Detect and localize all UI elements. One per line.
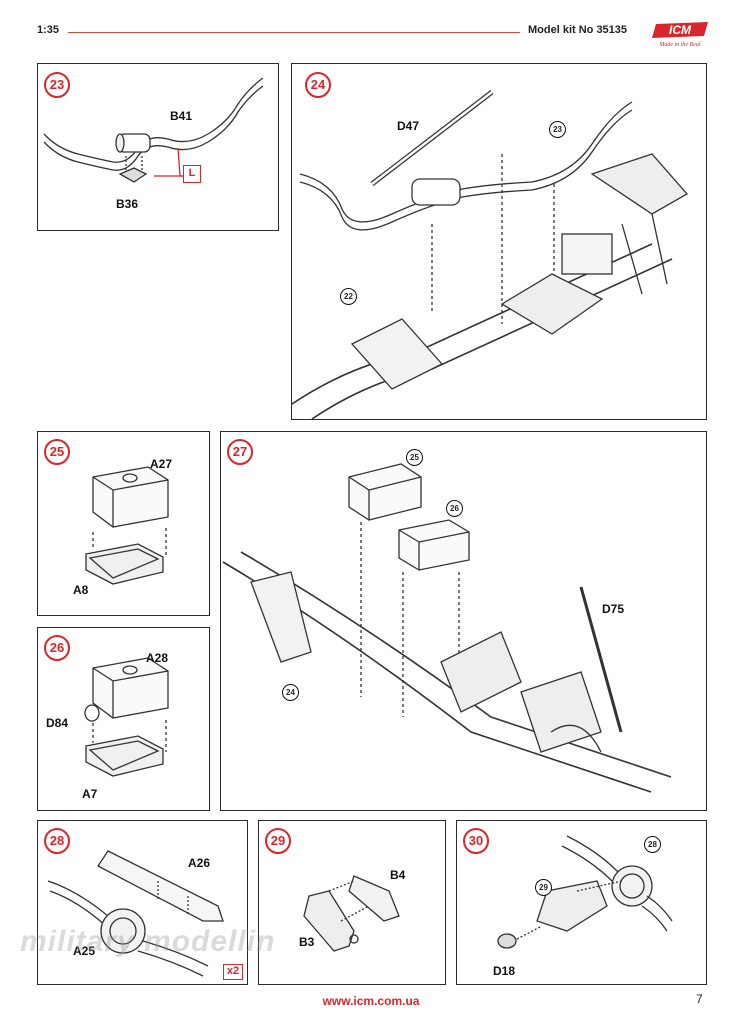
exhaust-pipe-illustration [43, 77, 264, 183]
step-30-panel: 30 28 29 D18 [456, 820, 707, 985]
reference-step-25: 25 [406, 449, 423, 466]
reference-step-29: 29 [535, 879, 552, 896]
part-label-b36: B36 [116, 197, 139, 211]
part-label-d47: D47 [397, 119, 420, 133]
reference-step-22: 22 [340, 288, 357, 305]
step-25-panel: 25 A27 A8 [37, 431, 210, 616]
scale-label: 1:35 [37, 24, 60, 36]
part-label-a27: A27 [150, 457, 173, 471]
axle-housing-illustration [47, 850, 224, 977]
step-23-panel: 23 B41 B36 L [37, 63, 279, 231]
step-badge-24: 24 [305, 72, 331, 98]
step-badge-26: 26 [44, 635, 70, 661]
logo-tagline: Made in the Real [658, 42, 700, 48]
logo-text: ICM [669, 23, 692, 37]
chassis-fuel-tanks-illustration [222, 463, 672, 793]
part-label-b3: B3 [299, 935, 315, 949]
differential-cover-illustration [303, 875, 400, 952]
part-label-a25: A25 [73, 944, 96, 958]
fuel-tank-25-illustration [85, 466, 169, 585]
icm-logo: ICM Made in the Real [650, 20, 710, 50]
chassis-exhaust-illustration [292, 90, 689, 419]
step-badge-30: 30 [463, 828, 489, 854]
reference-step-26: 26 [446, 500, 463, 517]
step-28-panel: 28 A26 A25 x2 [37, 820, 248, 985]
step-badge-25: 25 [44, 439, 70, 465]
fuel-tank-26-illustration [84, 657, 169, 777]
part-label-d18: D18 [493, 964, 516, 978]
step-26-panel: 26 A28 D84 A7 [37, 627, 210, 811]
step-badge-29: 29 [265, 828, 291, 854]
part-label-b41: B41 [170, 109, 193, 123]
placement-tag-l: L [183, 165, 201, 183]
reference-step-23: 23 [549, 121, 566, 138]
part-label-d84: D84 [46, 716, 69, 730]
reference-step-24: 24 [282, 684, 299, 701]
kit-number-label: Model kit No 35135 [528, 24, 628, 36]
reference-step-28: 28 [644, 836, 661, 853]
part-label-a7: A7 [82, 787, 98, 801]
step-badge-23: 23 [44, 72, 70, 98]
part-label-a8: A8 [73, 583, 89, 597]
quantity-tag: x2 [223, 964, 243, 980]
axle-assembly-illustration [497, 835, 673, 949]
header-rule [68, 32, 520, 33]
step-27-panel: 27 25 26 24 D75 [220, 431, 707, 811]
step-badge-28: 28 [44, 828, 70, 854]
part-label-b4: B4 [390, 868, 406, 882]
part-label-a28: A28 [146, 651, 169, 665]
part-label-a26: A26 [188, 856, 211, 870]
website-link[interactable]: www.icm.com.ua [322, 994, 420, 1008]
watermark: military modellin [20, 925, 276, 958]
page-number: 7 [696, 992, 703, 1006]
step-badge-27: 27 [227, 439, 253, 465]
step-29-panel: 29 B4 B3 [258, 820, 446, 985]
step-24-panel: 24 D47 23 22 [291, 63, 707, 420]
part-label-d75: D75 [602, 602, 625, 616]
